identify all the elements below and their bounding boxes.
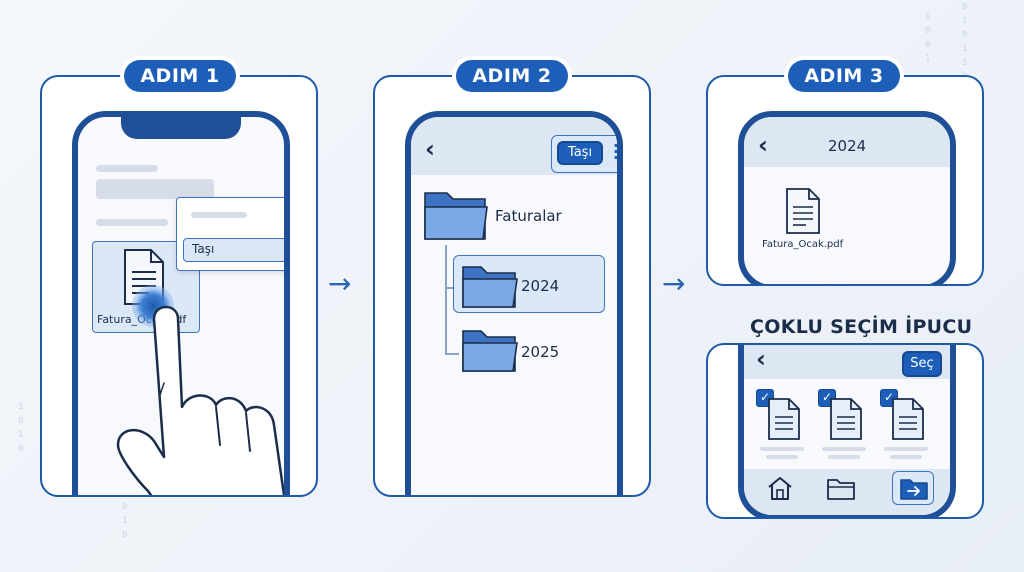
folder-name: 2024 <box>521 277 560 295</box>
tip-title: ÇOKLU SEÇİM İPUCU <box>750 316 973 338</box>
placeholder-line <box>890 455 922 459</box>
menu-item-move[interactable]: Taşı <box>183 238 284 262</box>
back-chevron-icon[interactable]: ‹ <box>425 135 435 163</box>
tree-connector <box>445 287 459 289</box>
home-icon[interactable] <box>766 475 794 501</box>
arrow-right-icon: → <box>662 267 686 300</box>
arrow-right-icon: → <box>328 267 352 300</box>
more-options-icon[interactable]: ··· <box>613 136 620 167</box>
tree-connector <box>445 245 447 355</box>
step-1-card: Fatura_Ocak.pdf Taşı <box>40 75 318 497</box>
placeholder-line <box>828 455 860 459</box>
placeholder-block <box>96 179 214 199</box>
context-menu: Taşı <box>176 197 284 271</box>
back-chevron-icon[interactable]: ‹ <box>756 345 766 373</box>
back-chevron-icon[interactable]: ‹ <box>758 131 768 159</box>
step-3-label: ADIM 3 <box>788 60 900 92</box>
phone-frame: ‹ 2024 Fatura_Ocak.pdf <box>738 111 956 284</box>
phone-frame: Fatura_Ocak.pdf Taşı <box>72 111 290 495</box>
folder-icon[interactable] <box>826 477 856 501</box>
placeholder-line <box>766 455 798 459</box>
move-to-folder-button[interactable] <box>892 471 934 505</box>
step-2-label: ADIM 2 <box>456 60 568 92</box>
background-decoration: 010110 <box>962 2 968 82</box>
select-button[interactable]: Seç <box>902 351 942 377</box>
phone-frame: ‹ Seç ✓ ✓ <box>738 345 956 517</box>
folder-name[interactable]: Faturalar <box>495 207 562 225</box>
document-icon <box>786 188 820 234</box>
folder-move-icon <box>900 479 928 500</box>
file-name[interactable]: Fatura_Ocak.pdf <box>762 239 844 250</box>
step-1-label: ADIM 1 <box>124 60 236 92</box>
document-icon <box>830 398 862 440</box>
placeholder-line <box>822 447 866 451</box>
step-2-card: ‹ Taşı ··· Faturalar 2024 2025 <box>373 75 651 497</box>
app-header <box>744 117 950 167</box>
pointing-hand-icon <box>116 305 284 495</box>
placeholder-line <box>96 165 158 172</box>
folder-icon <box>424 192 488 240</box>
selected-file[interactable]: ✓ <box>814 389 870 459</box>
move-button[interactable]: Taşı <box>557 141 603 165</box>
step-3-card: ‹ 2024 Fatura_Ocak.pdf <box>706 75 984 286</box>
placeholder-line <box>96 219 168 226</box>
menu-item-move-label: Taşı <box>192 242 215 256</box>
folder-icon <box>462 266 518 308</box>
menu-placeholder-line <box>191 212 247 218</box>
phone-notch <box>121 117 241 139</box>
selected-file[interactable]: ✓ <box>876 389 932 459</box>
document-icon <box>768 398 800 440</box>
tip-card: ‹ Seç ✓ ✓ <box>706 343 984 519</box>
phone-frame: ‹ Taşı ··· Faturalar 2024 2025 <box>405 111 623 495</box>
tree-connector <box>445 353 459 355</box>
document-icon <box>892 398 924 440</box>
placeholder-line <box>884 447 928 451</box>
selected-file[interactable]: ✓ <box>752 389 808 459</box>
header-title: 2024 <box>828 137 867 155</box>
folder-icon <box>462 330 518 372</box>
placeholder-line <box>760 447 804 451</box>
folder-name[interactable]: 2025 <box>521 343 560 361</box>
